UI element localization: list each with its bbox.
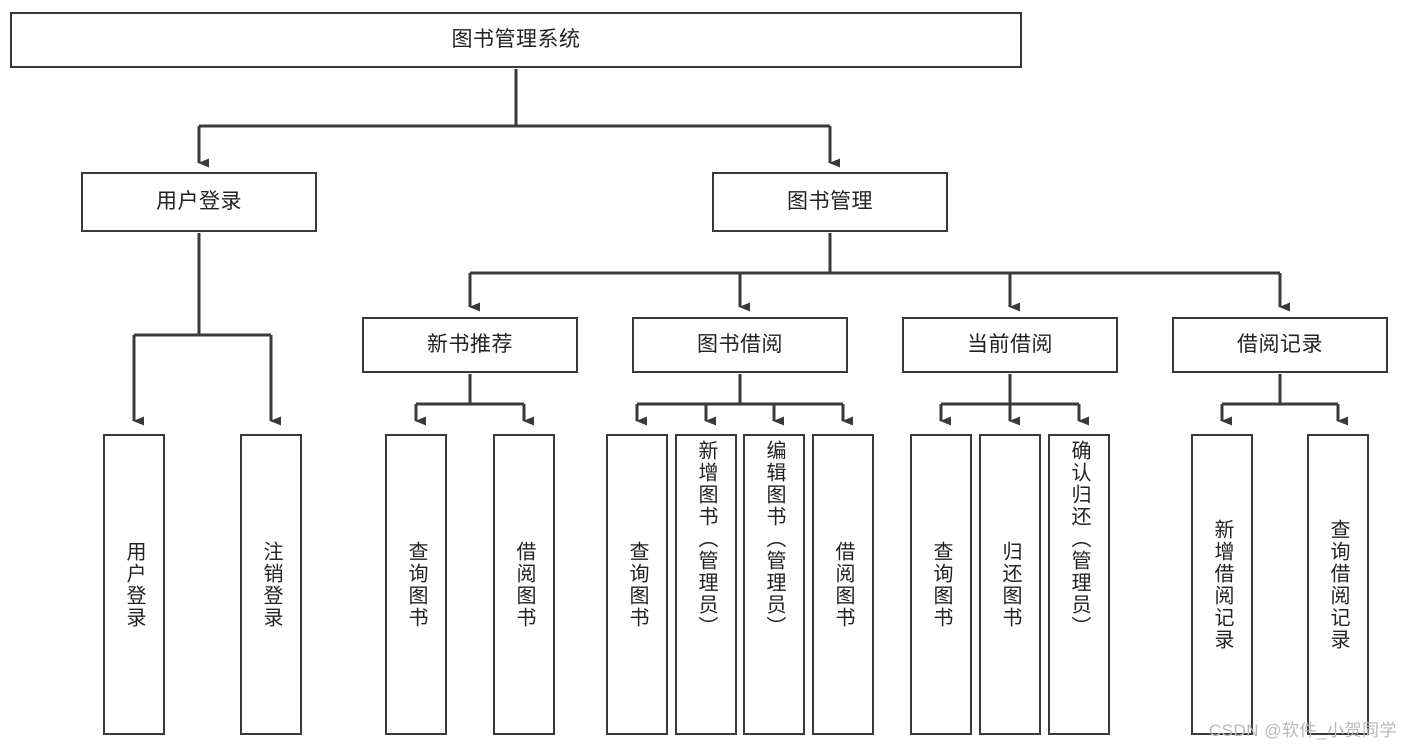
node-leaf-user-login[interactable]: 用户登录 [103,434,165,735]
node-leaf-query-record[interactable]: 查询借阅记录 [1307,434,1369,735]
node-label: 归还图书 [999,540,1021,629]
node-leaf-borrow-book-2[interactable]: 借阅图书 [812,434,874,735]
node-book-management[interactable]: 图书管理 [712,172,948,232]
node-book-borrow[interactable]: 图书借阅 [632,317,848,373]
node-borrow-record[interactable]: 借阅记录 [1172,317,1388,373]
node-label: 借阅图书 [832,540,854,629]
node-label: 编辑图书（管理员） [763,440,785,638]
node-leaf-edit-book[interactable]: 编辑图书（管理员） [743,434,805,735]
node-new-book-recommend[interactable]: 新书推荐 [362,317,578,373]
node-leaf-borrow-book-1[interactable]: 借阅图书 [493,434,555,735]
node-leaf-confirm-return[interactable]: 确认归还（管理员） [1048,434,1110,735]
node-leaf-add-record[interactable]: 新增借阅记录 [1191,434,1253,735]
node-label: 确认归还（管理员） [1068,440,1090,638]
node-leaf-return-book[interactable]: 归还图书 [979,434,1041,735]
node-label: 图书借阅 [697,332,783,356]
node-label: 新增借阅记录 [1211,518,1233,651]
node-label: 借阅图书 [513,540,535,629]
node-label: 图书管理 [787,189,873,213]
node-label: 借阅记录 [1237,332,1323,356]
node-leaf-query-book-3[interactable]: 查询图书 [910,434,972,735]
node-current-borrow[interactable]: 当前借阅 [902,317,1118,373]
node-book-management-system[interactable]: 图书管理系统 [10,12,1022,68]
node-leaf-query-book-1[interactable]: 查询图书 [385,434,447,735]
node-user-login[interactable]: 用户登录 [81,172,317,232]
node-label: 查询图书 [930,540,952,629]
node-label: 用户登录 [156,189,242,213]
watermark: CSDN @软件_小贺同学 [1208,721,1397,740]
node-label: 新增图书（管理员） [695,440,717,638]
node-label: 注销登录 [260,540,282,629]
node-label: 图书管理系统 [451,27,581,51]
node-label: 新书推荐 [427,332,513,356]
node-leaf-add-book[interactable]: 新增图书（管理员） [675,434,737,735]
node-leaf-query-book-2[interactable]: 查询图书 [606,434,668,735]
node-label: 查询图书 [626,540,648,629]
node-label: 当前借阅 [967,332,1053,356]
node-label: 查询图书 [405,540,427,629]
node-label: 查询借阅记录 [1327,518,1349,651]
node-leaf-logout[interactable]: 注销登录 [240,434,302,735]
node-label: 用户登录 [123,540,145,629]
